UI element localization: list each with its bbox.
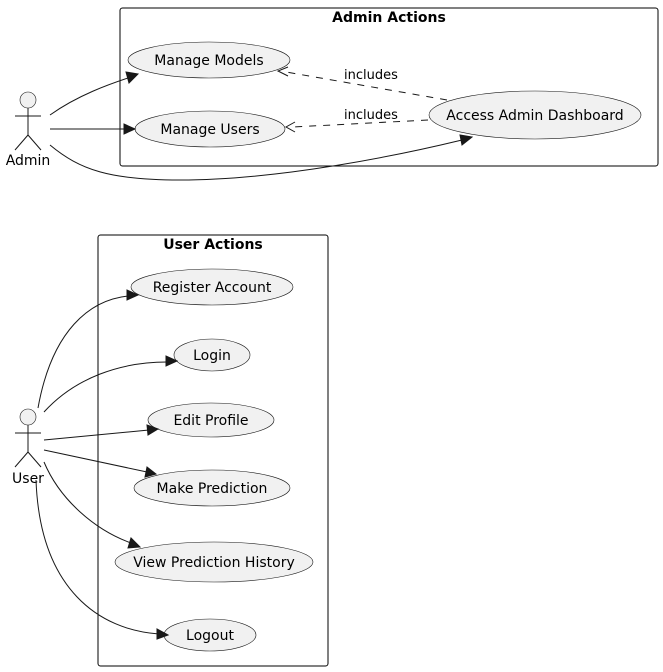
usecase-edit-profile-label: Edit Profile [173,413,248,429]
usecase-view-prediction-history[interactable]: View Prediction History [114,541,314,583]
usecase-access-admin-dashboard-ellipse[interactable] [428,90,642,140]
user-actor-left-leg [14,451,29,468]
usecase-make-prediction-ellipse[interactable] [133,469,291,507]
usecase-make-prediction-label: Make Prediction [157,481,268,497]
usecase-login-label: Login [193,348,231,364]
edge-user-register-account-arrow [126,289,140,301]
include-manage-models-label: includes [344,68,398,83]
edge-admin-manage-users-arrow [123,123,137,135]
include-manage-users-label: includes [344,108,398,123]
usecase-access-admin-dashboard-label: Access Admin Dashboard [446,108,623,124]
usecase-login-ellipse[interactable] [173,338,251,372]
edge-user-view-prediction-history [43,461,132,544]
edge-user-login-arrow [165,355,179,367]
edge-user-edit-profile [43,429,150,441]
admin-actor: Admin [6,91,51,169]
usecase-manage-models[interactable]: Manage Models [127,41,291,79]
edge-user-edit-profile-arrow [146,424,160,436]
include-relationships: includes includes [276,66,448,133]
usecase-manage-users-label: Manage Users [160,122,259,138]
edge-admin-manage-models-arrow [125,71,140,84]
edge-admin-manage-models [49,77,129,116]
edge-admin-access-dashboard [49,139,463,181]
admin-actor-left-leg [14,134,29,151]
admin-actor-right-leg [27,134,42,151]
usecase-make-prediction[interactable]: Make Prediction [133,469,291,507]
user-actions-title: User Actions [163,237,263,253]
user-actor-head [19,408,37,426]
admin-associations [49,71,474,181]
usecase-register-account-ellipse[interactable] [130,268,294,306]
admin-actions-title: Admin Actions [332,10,446,26]
edge-include-manage-users-arrow [284,121,296,133]
edge-user-make-prediction [43,449,148,473]
edge-include-manage-users [292,119,429,128]
user-associations [35,289,179,640]
usecase-access-admin-dashboard[interactable]: Access Admin Dashboard [428,90,642,140]
edge-user-logout [35,479,160,635]
user-actor: User [12,408,44,487]
usecase-view-prediction-history-label: View Prediction History [133,555,294,571]
user-actor-label: User [12,471,44,487]
edge-user-register-account [37,295,129,409]
usecase-register-account[interactable]: Register Account [130,268,294,306]
edge-include-manage-models-arrow [276,66,289,77]
usecase-edit-profile[interactable]: Edit Profile [147,402,275,438]
usecase-view-prediction-history-ellipse[interactable] [114,541,314,583]
edge-admin-access-dashboard-arrow [459,134,474,146]
usecase-login[interactable]: Login [173,338,251,372]
edge-user-login [43,361,168,413]
usecase-manage-models-ellipse[interactable] [127,41,291,79]
edge-user-make-prediction-arrow [144,466,158,478]
usecase-logout[interactable]: Logout [163,618,257,652]
admin-actor-label: Admin [6,153,51,169]
edge-user-logout-arrow [156,628,170,640]
user-actor-right-leg [27,451,42,468]
usecase-manage-users[interactable]: Manage Users [134,110,286,148]
admin-actor-head [19,91,37,109]
usecase-edit-profile-ellipse[interactable] [147,402,275,438]
usecase-register-account-label: Register Account [153,280,272,296]
edge-user-view-prediction-history-arrow [127,537,142,549]
usecase-manage-models-label: Manage Models [154,53,263,69]
usecase-logout-label: Logout [186,628,234,644]
